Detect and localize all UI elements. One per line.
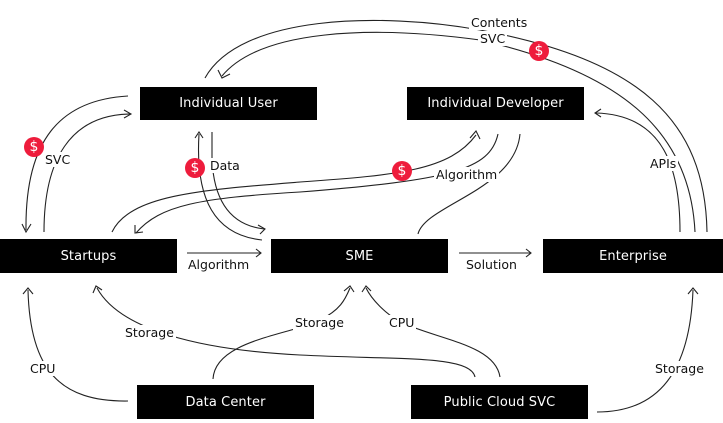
edge-sme-developer	[417, 133, 521, 235]
dollar-icon: $	[24, 137, 44, 157]
arrowhead	[255, 248, 262, 258]
label-cpu-dc-startups: CPU	[28, 361, 58, 376]
node-label: Startups	[60, 248, 117, 264]
edge-user-sme	[211, 132, 265, 230]
node-label: Data Center	[185, 394, 266, 410]
edge-enterprise-developer	[595, 112, 681, 233]
dollar-icon: $	[392, 161, 412, 181]
edge-cloud-startups-storage	[96, 287, 476, 378]
label-contents: Contents	[469, 15, 530, 30]
arrowhead	[92, 285, 103, 294]
node-public-cloud-svc[interactable]: Public Cloud SVC	[411, 385, 588, 419]
arrowhead	[217, 69, 231, 79]
dollar-icon: $	[185, 158, 205, 178]
label-algorithm-upper: Algorithm	[434, 167, 500, 182]
dollar-icon: $	[529, 41, 549, 61]
node-startups[interactable]: Startups	[0, 239, 177, 273]
node-label: Enterprise	[599, 248, 667, 264]
node-sme[interactable]: SME	[271, 239, 448, 273]
label-algorithm-startups-sme: Algorithm	[186, 257, 252, 272]
edge-user-startups-1	[25, 95, 129, 231]
label-apis: APIs	[648, 156, 679, 171]
node-individual-user[interactable]: Individual User	[140, 87, 317, 120]
edge-dc-sme-storage	[212, 287, 351, 380]
edge-svc-top	[221, 31, 696, 233]
arrowhead	[525, 248, 532, 258]
label-storage-dc-sme: Storage	[293, 315, 346, 330]
label-data: Data	[208, 158, 242, 173]
node-label: Public Cloud SVC	[443, 394, 556, 410]
arrowhead	[343, 285, 355, 293]
node-data-center[interactable]: Data Center	[137, 385, 314, 419]
edge-sme-user	[197, 133, 263, 241]
arrowhead	[123, 109, 133, 119]
arrowhead	[594, 108, 602, 118]
edge-startups-user	[43, 113, 131, 233]
arrowhead	[257, 224, 266, 235]
arrowhead	[687, 287, 699, 295]
arrowhead	[22, 287, 34, 295]
arrowhead	[21, 223, 32, 234]
node-individual-developer[interactable]: Individual Developer	[407, 87, 584, 120]
arrowhead	[361, 285, 372, 293]
label-storage-cloud-enterprise: Storage	[653, 361, 706, 376]
label-svc-left: SVC	[43, 152, 73, 167]
edge-startups-developer	[111, 134, 477, 233]
arrowhead	[134, 225, 144, 234]
node-label: Individual Developer	[427, 96, 564, 111]
edge-developer-startups	[135, 133, 499, 234]
node-enterprise[interactable]: Enterprise	[543, 239, 723, 273]
label-storage-dc-startups: Storage	[123, 325, 176, 340]
label-solution: Solution	[464, 257, 519, 272]
edge-cloud-sme-cpu	[365, 287, 501, 378]
node-label: SME	[345, 248, 374, 264]
arrowhead	[469, 130, 481, 140]
label-svc-top: SVC	[478, 31, 508, 46]
label-cpu-cloud-sme: CPU	[387, 315, 417, 330]
edge-contents	[204, 19, 708, 233]
edge-cloud-enterprise-storage	[596, 289, 694, 413]
node-label: Individual User	[179, 96, 278, 111]
arrowhead	[194, 131, 204, 139]
